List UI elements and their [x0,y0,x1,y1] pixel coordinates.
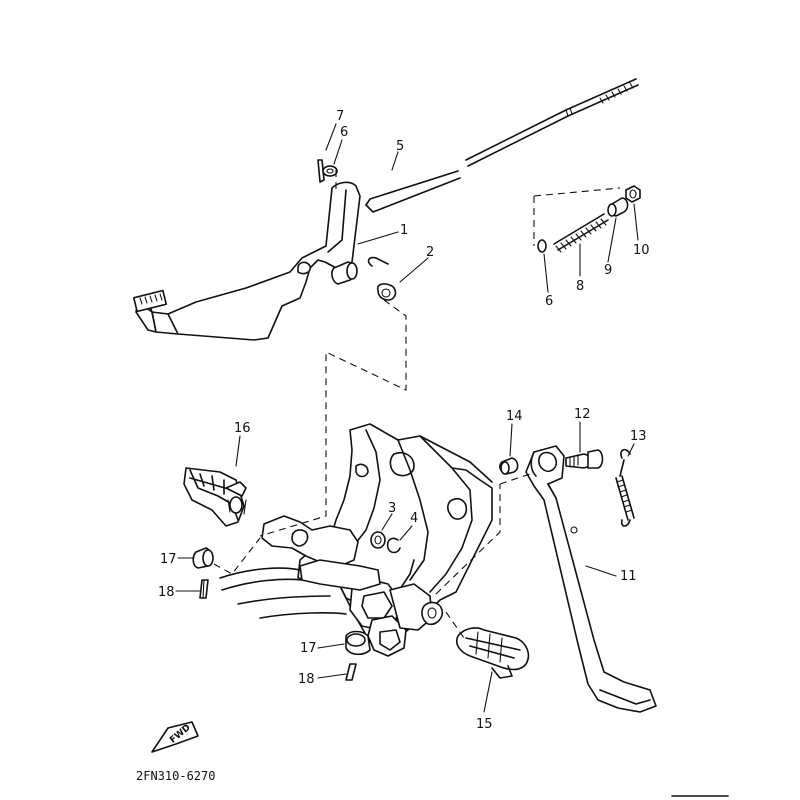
leader-lines [175,123,639,713]
callout-1: 1 [400,223,408,238]
callout-16: 16 [234,421,251,436]
assembly-lines [213,170,621,639]
callout-12: 12 [574,407,591,422]
footrest-right-15 [455,627,530,679]
pin-17-left [192,547,214,569]
cotter-pin-18-left [199,579,209,599]
cotter-pin-7 [317,159,325,183]
callout-2: 2 [426,245,434,260]
callout-4: 4 [410,511,418,526]
callout-17-lower: 17 [300,641,317,656]
return-spring-8 [553,213,609,253]
pin-17-lower [345,630,371,656]
drawing-code: 2FN310-6270 [136,769,215,783]
callout-3: 3 [388,501,396,516]
cotter-pin-18-lower [345,663,357,681]
washer-6-upper [322,165,338,177]
callout-11: 11 [620,569,637,584]
footrest-left-16 [183,467,247,527]
spring-clip-2 [367,256,397,301]
clip-4 [386,537,401,554]
callout-18-lower: 18 [298,672,315,687]
collar-9 [607,197,629,217]
callout-15: 15 [476,717,493,732]
callout-6-upper: 6 [340,125,348,140]
nut-10 [625,185,641,203]
callout-17-left: 17 [160,552,177,567]
bolt-12 [565,449,604,469]
callout-13: 13 [630,429,647,444]
side-stand-11 [525,445,657,713]
shift-rod [365,78,639,213]
callout-7: 7 [336,109,344,124]
frame-bracket [219,423,493,657]
callout-10: 10 [633,243,650,258]
brake-pedal [132,181,361,341]
callout-14: 14 [506,409,523,424]
washer-6-right [537,239,547,253]
washer-3 [370,531,386,549]
callout-9: 9 [604,263,612,278]
forward-direction-arrow-icon: FWD [151,721,199,753]
callout-5: 5 [396,139,404,154]
callout-6-right: 6 [545,294,553,309]
spring-13 [615,448,635,527]
callout-18-left: 18 [158,585,175,600]
callout-labels: 7 6 5 1 2 6 8 9 10 16 3 4 14 12 13 11 17… [158,109,650,732]
collar-14 [499,457,519,475]
callout-8: 8 [576,279,584,294]
